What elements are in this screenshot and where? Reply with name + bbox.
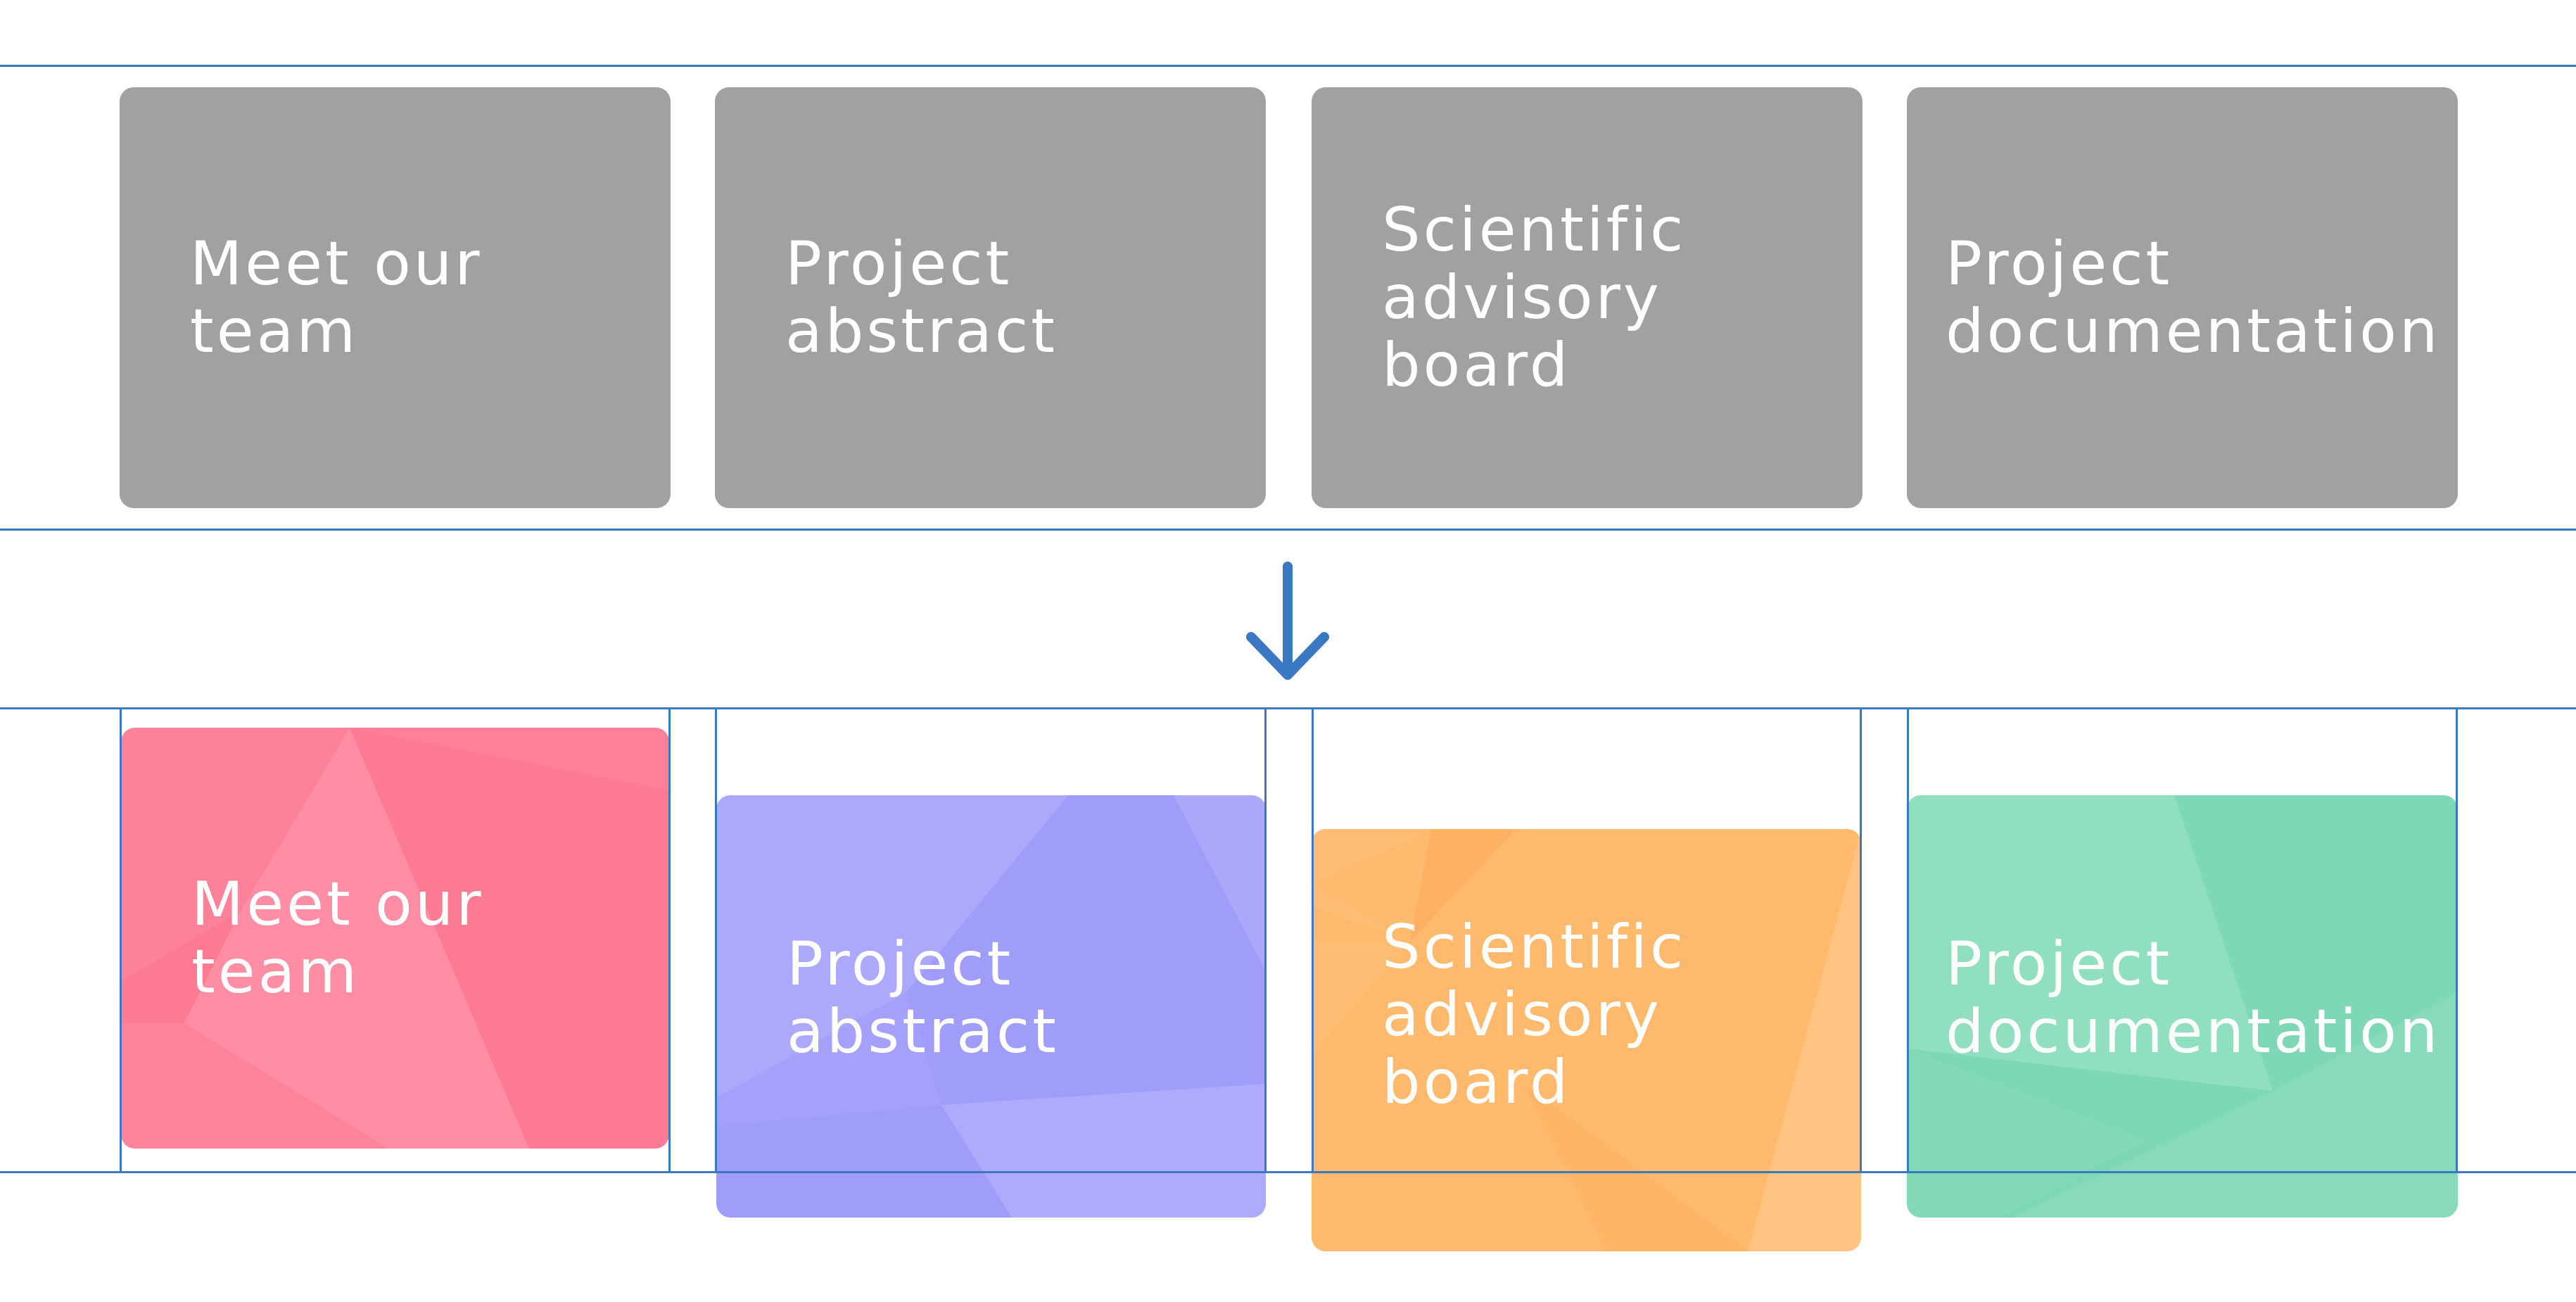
tile-label: Project documentation	[1946, 930, 2440, 1066]
column-guide	[120, 707, 122, 1173]
tile-label-line: Project	[787, 929, 1014, 999]
after-tile-scientific-advisory-board: Scientific advisory board	[1312, 829, 1861, 1251]
tile-background-pattern	[1907, 795, 2458, 1218]
before-tile-project-abstract: Project abstract	[715, 87, 1266, 508]
tile-label: Project abstract	[785, 230, 1058, 365]
tile-label-line: Scientific	[1382, 195, 1687, 265]
column-guide	[715, 707, 717, 1173]
tile-label: Scientific advisory board	[1382, 196, 1686, 399]
guide-line-bottom-top	[0, 707, 2576, 709]
tile-label-line: board	[1382, 330, 1571, 400]
tile-label-line: advisory	[1382, 980, 1662, 1050]
tile-label-line: Project	[1946, 229, 2173, 299]
column-guide	[1860, 707, 1862, 1173]
after-tile-meet-our-team: Meet our team	[121, 728, 669, 1149]
tile-background-pattern	[716, 795, 1266, 1218]
column-guide	[1264, 707, 1267, 1173]
arrow-down-icon	[1246, 562, 1329, 680]
tile-label: Meet our team	[191, 871, 484, 1006]
before-tile-project-documentation: Project documentation	[1907, 87, 2458, 508]
tile-label-line: Scientific	[1382, 912, 1687, 982]
tile-background-pattern	[1312, 829, 1861, 1251]
tile-label-line: team	[191, 937, 360, 1007]
tile-label-line: documentation	[1946, 296, 2441, 367]
tile-label: Project abstract	[787, 930, 1059, 1066]
tile-label-line: Project	[1946, 929, 2173, 999]
tile-label-line: documentation	[1946, 997, 2441, 1067]
tile-label: Project documentation	[1946, 230, 2440, 365]
tile-label: Scientific advisory board	[1382, 914, 1686, 1116]
column-guide	[1312, 707, 1314, 1173]
tile-label-line: board	[1382, 1047, 1571, 1118]
tile-label-line: abstract	[787, 997, 1059, 1067]
guide-line-bottom	[0, 1171, 2576, 1173]
column-guide	[1907, 707, 1909, 1173]
before-tile-meet-our-team: Meet our team	[120, 87, 671, 508]
tile-background-pattern	[121, 728, 669, 1149]
tile-label-line: team	[190, 296, 359, 367]
before-tile-scientific-advisory-board: Scientific advisory board	[1312, 87, 1863, 508]
guide-line-top	[0, 65, 2576, 67]
column-guide	[2456, 707, 2458, 1173]
tile-label-line: abstract	[785, 296, 1058, 367]
column-guide	[668, 707, 671, 1173]
tile-label-line: Meet our	[191, 869, 484, 940]
after-tile-project-abstract: Project abstract	[716, 795, 1266, 1218]
tile-label-line: Meet our	[190, 229, 483, 299]
after-tile-project-documentation: Project documentation	[1907, 795, 2458, 1218]
guide-line-top-bottom	[0, 529, 2576, 531]
tile-label: Meet our team	[190, 230, 483, 365]
tile-label-line: Project	[785, 229, 1013, 299]
tile-label-line: advisory	[1382, 263, 1662, 333]
